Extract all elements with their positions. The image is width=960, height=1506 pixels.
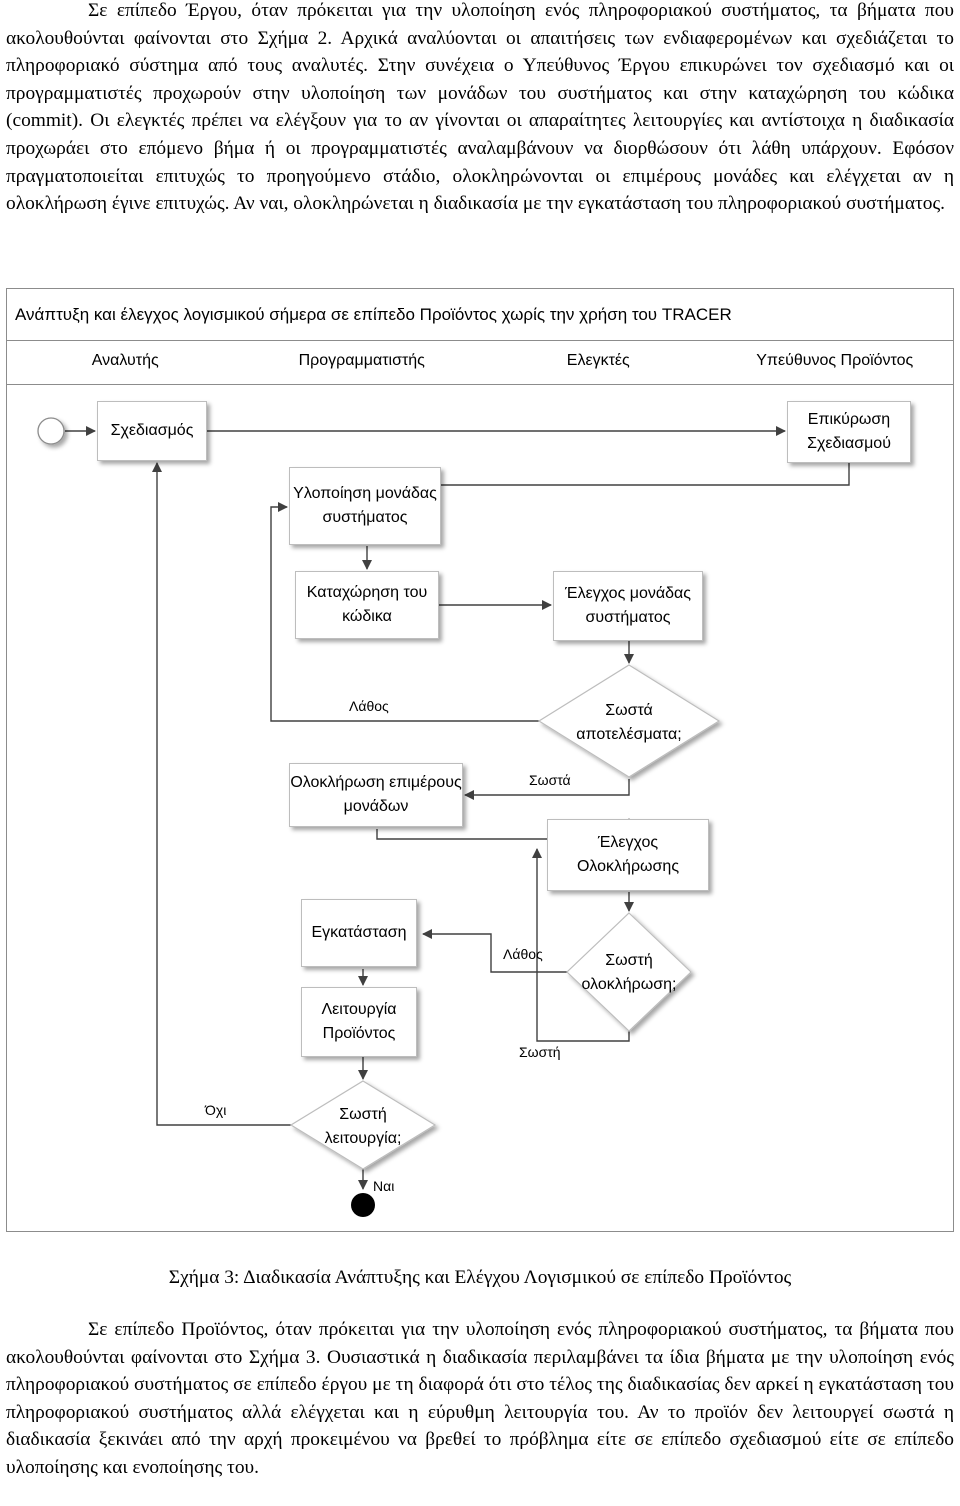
decision-correct-operation: [289, 1080, 437, 1170]
edge-correct2-installation: [422, 929, 567, 973]
decision-correct-integration: [566, 912, 692, 1032]
edge-no-to-design: [152, 462, 291, 1126]
lane-programmer: Προγραμματιστής: [298, 352, 425, 369]
node-design: Σχεδιασμός: [97, 401, 207, 461]
lane-testers: Ελεγκτές: [566, 352, 630, 369]
node-installation: Εγκατάσταση: [301, 899, 417, 967]
node-unit-implementation: Υλοποίηση μονάδας συστήματος: [289, 467, 441, 545]
node-unit-test: Έλεγχος μονάδας συστήματος: [553, 571, 703, 641]
figure-title: Ανάπτυξη και έλεγχος λογισμικού σήμερα σ…: [7, 289, 953, 341]
node-product-operation: Λειτουργία Προϊόντος: [301, 987, 417, 1057]
node-design-validation: Επικύρωση Σχεδιασμού: [787, 401, 911, 463]
edge-error2-integration: [532, 848, 630, 1042]
flow-connectors: [37, 417, 850, 1217]
node-correct-operation-text: Σωστή λειτουργία;: [324, 1106, 402, 1147]
flowchart-figure: Ανάπτυξη και έλεγχος λογισμικού σήμερα σ…: [6, 288, 954, 1232]
label-correct-2: Σωστή: [519, 1044, 561, 1060]
edge-error-to-implementation: [270, 502, 539, 722]
node-code-commit: Καταχώρηση του κώδικα: [295, 571, 439, 639]
decision-correct-results: [537, 664, 721, 778]
closing-paragraph: Σε επίπεδο Προϊόντος, όταν πρόκειται για…: [6, 1319, 954, 1478]
node-units-integration: Ολοκλήρωση επιμέρους μονάδων: [289, 763, 463, 827]
node-integration-check: Έλεγχος Ολοκλήρωσης: [547, 819, 709, 891]
label-error-1: Λάθος: [349, 698, 389, 714]
label-yes: Ναι: [373, 1178, 395, 1194]
figure-caption: Σχήμα 3: Διαδικασία Ανάπτυξης και Ελέγχο…: [168, 1267, 792, 1288]
start-node: [37, 417, 65, 445]
lane-product-owner: Υπεύθυνος Προϊόντος: [756, 352, 914, 369]
intro-paragraph: Σε επίπεδο Έργου, όταν πρόκειται για την…: [6, 0, 954, 215]
node-correct-results-text: Σωστά αποτελέσματα;: [576, 702, 682, 743]
lane-analyst: Αναλυτής: [91, 352, 159, 369]
label-no: Όχι: [205, 1102, 227, 1118]
label-correct-1: Σωστά: [529, 772, 571, 788]
end-node: [351, 1193, 375, 1217]
swimlane-header: Αναλυτής Προγραμματιστής Ελεγκτές Υπεύθυ…: [7, 341, 953, 385]
edge-correct-to-integration: [464, 779, 630, 800]
label-error-2: Λάθος: [503, 946, 543, 962]
node-correct-integration-text: Σωστή ολοκλήρωση;: [581, 952, 677, 993]
